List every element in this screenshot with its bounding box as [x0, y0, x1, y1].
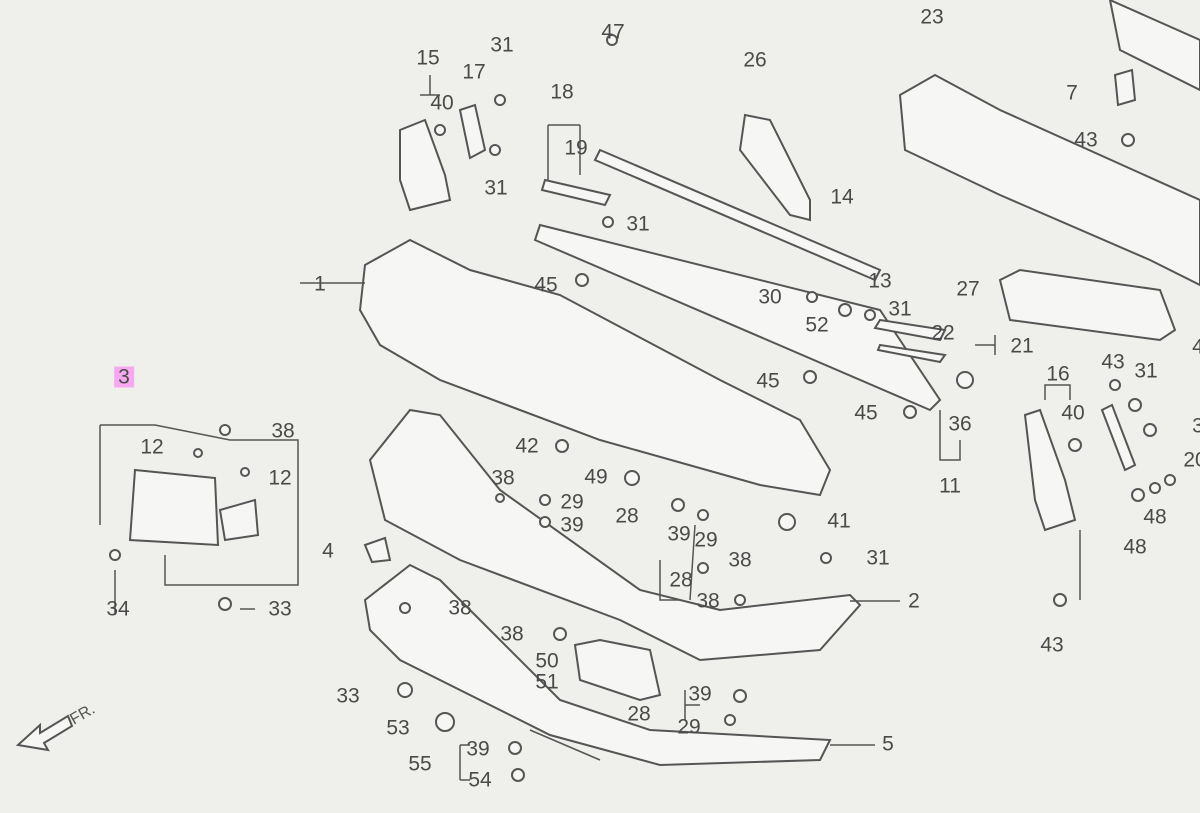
part-label: 48 — [1123, 535, 1147, 559]
part-label: 20 — [1183, 448, 1200, 472]
part-label: 39 — [667, 522, 691, 546]
part-label: 14 — [830, 185, 854, 209]
part-label: 4 — [322, 539, 334, 563]
part-27-lamp — [998, 268, 1177, 342]
part-label: 7 — [1066, 81, 1078, 105]
part-label: 28 — [615, 504, 639, 528]
part-label: 17 — [462, 60, 486, 84]
part-label: 41 — [827, 509, 851, 533]
part-label: 36 — [948, 412, 972, 436]
part-label: 49 — [584, 465, 608, 489]
highlighted-part-label: 3 — [114, 366, 134, 388]
part-label: 45 — [756, 369, 780, 393]
part-label: 19 — [564, 136, 588, 160]
part-label: 26 — [743, 48, 767, 72]
part-label: 47 — [601, 20, 625, 44]
part-label: 12 — [140, 435, 164, 459]
part-label: 43 — [1074, 128, 1098, 152]
part-label: 13 — [868, 269, 892, 293]
part-label: 31 — [888, 297, 912, 321]
part-label: 39 — [560, 513, 584, 537]
part-label: 5 — [882, 732, 894, 756]
part-label: 1 — [314, 272, 326, 296]
part-label: 15 — [416, 46, 440, 70]
part-label: 45 — [534, 273, 558, 297]
part-label: 31 — [490, 33, 514, 57]
part-label: 18 — [550, 80, 574, 104]
part-label: 33 — [268, 597, 292, 621]
part-label: 31 — [484, 176, 508, 200]
part-label: 51 — [535, 670, 559, 694]
part-17-bracket — [458, 103, 487, 160]
part-label: 34 — [106, 597, 130, 621]
part-label: 38 — [491, 466, 515, 490]
part-label: 11 — [939, 474, 961, 498]
part-2-lower-cover — [368, 408, 862, 662]
part-label: 55 — [408, 752, 432, 776]
part-label: 52 — [805, 313, 829, 337]
part-3-license-bracket — [128, 468, 220, 547]
part-label: 39 — [466, 737, 490, 761]
part-14-strip — [593, 148, 882, 282]
part-label: 30 — [758, 285, 782, 309]
part-label: 22 — [931, 321, 955, 345]
part-label: 40 — [1061, 401, 1085, 425]
part-label: 38 — [728, 548, 752, 572]
part-26-grille — [738, 113, 811, 222]
part-label: 43 — [1040, 633, 1064, 657]
part-label: 42 — [515, 434, 539, 458]
part-label: 38 — [500, 622, 524, 646]
part-label: 38 — [448, 596, 472, 620]
part-label: 29 — [677, 715, 701, 739]
part-label: 3 — [1192, 414, 1200, 438]
part-label: 29 — [560, 490, 584, 514]
part-label: 28 — [627, 702, 651, 726]
part-15-bracket — [399, 118, 452, 212]
part-label: 12 — [268, 466, 292, 490]
part-label: 40 — [430, 91, 454, 115]
part-50-grille — [573, 638, 662, 702]
part-5-spoiler — [363, 563, 832, 767]
part-23-bumper-reinforcement — [898, 73, 1200, 287]
part-label: 50 — [535, 649, 559, 673]
part-label: 31 — [1134, 359, 1158, 383]
part-label: 16 — [1046, 362, 1070, 386]
part-1-bumper-cover — [358, 238, 832, 497]
part-label: 27 — [956, 277, 980, 301]
part-20-bracket — [1100, 403, 1137, 472]
part-label: 38 — [696, 589, 720, 613]
part-7-bracket — [1113, 68, 1137, 107]
part-label: 39 — [688, 682, 712, 706]
part-label: 45 — [854, 401, 878, 425]
part-label: 28 — [669, 568, 693, 592]
part-label: 2 — [908, 589, 920, 613]
part-label: 54 — [468, 768, 492, 792]
part-label: 48 — [1143, 505, 1167, 529]
part-label: 4 — [1192, 335, 1200, 359]
part-label: 43 — [1101, 350, 1125, 374]
part-label: 29 — [694, 528, 718, 552]
part-13-strip — [533, 223, 942, 412]
part-19-bracket — [540, 178, 612, 207]
part-label: 53 — [386, 716, 410, 740]
part-label: 31 — [626, 212, 650, 236]
part-16-bracket — [1023, 408, 1077, 532]
front-direction-arrow — [15, 714, 74, 752]
part-label: 21 — [1010, 334, 1034, 358]
part-label: 23 — [920, 5, 944, 29]
part-label: 31 — [866, 546, 890, 570]
part-label: 38 — [271, 419, 295, 443]
part-label: 33 — [336, 684, 360, 708]
